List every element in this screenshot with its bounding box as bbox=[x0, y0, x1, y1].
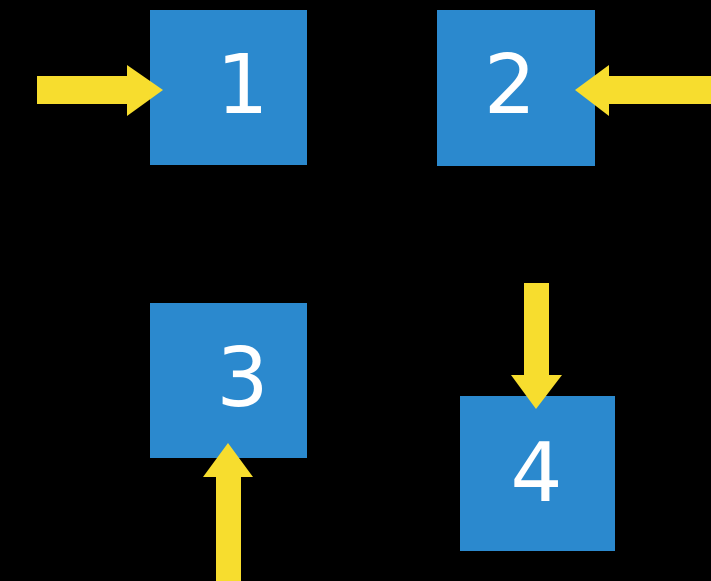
node-box-4[interactable]: 4 bbox=[460, 396, 615, 551]
node-label-3: 3 bbox=[216, 330, 269, 426]
arrow-down-icon[interactable] bbox=[511, 283, 562, 409]
node-label-1: 1 bbox=[216, 37, 269, 133]
arrow-right-icon[interactable] bbox=[37, 65, 163, 116]
arrow-left-icon[interactable] bbox=[575, 65, 711, 116]
node-box-3[interactable]: 3 bbox=[150, 303, 307, 458]
node-label-2: 2 bbox=[483, 38, 537, 133]
node-box-1[interactable]: 1 bbox=[150, 10, 307, 165]
arrow-up-icon[interactable] bbox=[203, 443, 253, 581]
node-label-4: 4 bbox=[510, 425, 563, 521]
node-box-2[interactable]: 2 bbox=[437, 10, 595, 166]
